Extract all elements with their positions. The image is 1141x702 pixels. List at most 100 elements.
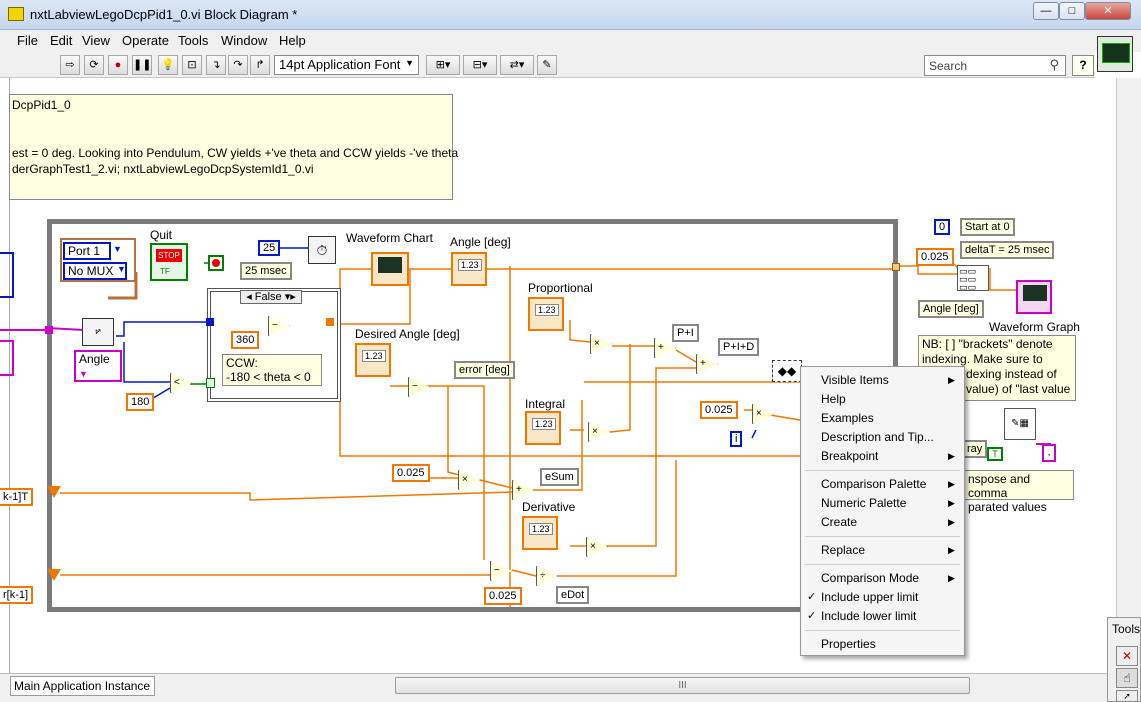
constant-180[interactable]: 180 [126,393,155,411]
menu-file[interactable]: File [17,33,38,48]
diagram-comment[interactable]: DcpPid1_0 est = 0 deg. Looking into Pend… [9,94,459,200]
angle-indicator-terminal[interactable] [451,252,487,286]
menu-edit[interactable]: Edit [50,33,73,48]
close-button[interactable]: ✕ [1085,2,1131,20]
write-spreadsheet-icon[interactable]: ✎▦ [1004,408,1036,440]
stop-button-terminal[interactable]: STOP TF [150,243,188,281]
chevron-down-icon: ▼ [405,58,414,68]
menu-window[interactable]: Window [221,33,268,48]
integral-terminal[interactable] [525,411,561,445]
constant-0025-d[interactable]: 0.025 [916,248,954,266]
menu-item-numeric-palette[interactable]: Numeric Palette [821,496,907,510]
abort-icon[interactable]: ● [108,55,128,75]
submenu-arrow-icon: ▶ [948,517,955,527]
shift-register-label-2: r[k-1] [0,586,34,604]
run-arrow-icon[interactable]: ⇨ [60,55,80,75]
search-placeholder: Search [929,59,968,73]
run-continuously-icon[interactable]: ⟳ [84,55,104,75]
menu-item-visible-items[interactable]: Visible Items [821,373,889,387]
left-cluster-fragment[interactable] [0,252,14,298]
distribute-objects-icon[interactable]: ⊟▾ [463,55,497,75]
vertical-scrollbar[interactable] [1116,78,1141,673]
wait-ms-constant[interactable]: 25 [258,240,281,256]
mux-select[interactable]: No MUX [63,262,127,280]
loop-condition-terminal[interactable] [208,255,224,271]
bundle-node[interactable]: ▭▭▭▭▭▭ [957,265,989,292]
menu-item-include-upper-limit[interactable]: Include upper limit [821,590,919,604]
menu-item-comparison-palette[interactable]: Comparison Palette [821,477,927,491]
menu-item-help[interactable]: Help [821,392,846,406]
automatic-tool-icon[interactable]: ✕ [1116,646,1138,666]
waveform-graph-terminal[interactable] [1016,280,1052,314]
comment-line-2: est = 0 deg. Looking into Pendulum, CW y… [12,146,459,160]
constant-0[interactable]: 0 [934,219,951,235]
constant-0025-a[interactable]: 0.025 [392,464,430,482]
align-objects-icon[interactable]: ⊞▾ [426,55,460,75]
context-help-button[interactable]: ? [1072,55,1094,76]
left-cluster-fragment-2[interactable] [0,340,14,376]
delimiter-constant[interactable]: , [1042,444,1056,462]
constant-0025-c[interactable]: 0.025 [700,401,738,419]
start-at-0-label: Start at 0 [960,218,1015,236]
step-out-icon[interactable]: ↱ [250,55,270,75]
menu-item-comparison-mode[interactable]: Comparison Mode [821,571,920,585]
constant-0025-b[interactable]: 0.025 [484,587,522,605]
transpose-line-2: parated values [968,500,1047,514]
pause-icon[interactable]: ❚❚ [132,55,152,75]
horizontal-scrollbar-thumb[interactable]: III [395,677,970,694]
case-selector[interactable]: ◂ False ▾▸ [240,290,302,304]
tools-palette[interactable]: Tools ✕ ☝ ➚ [1107,617,1141,702]
derivative-terminal[interactable] [522,516,558,550]
angle-mode-select[interactable]: Angle ▼ [74,350,122,382]
build-array-node[interactable]: ◆◆ [772,360,802,382]
position-tool-icon[interactable]: ➚ [1116,690,1138,702]
vi-icon[interactable] [1097,36,1133,72]
menu-item-include-lower-limit[interactable]: Include lower limit [821,609,917,623]
highlight-execution-icon[interactable]: 💡 [158,55,178,75]
port-select[interactable]: Port 1 [63,242,111,260]
menu-item-create[interactable]: Create [821,515,858,529]
transpose-boolean-constant[interactable]: T [987,447,1003,461]
menu-view[interactable]: View [82,33,110,48]
submenu-arrow-icon: ▶ [948,479,955,489]
search-input[interactable]: Search ⚲ [924,55,1066,76]
quit-label: Quit [150,228,173,242]
maximize-button[interactable]: □ [1059,2,1085,20]
menu-item-description[interactable]: Description and Tip... [821,430,934,444]
menu-operate[interactable]: Operate [122,33,169,48]
labview-app-icon [8,7,24,21]
retain-wire-values-icon[interactable]: ⊡ [182,55,202,75]
menu-item-examples[interactable]: Examples [821,411,874,425]
waveform-chart-terminal[interactable] [371,252,409,286]
proportional-terminal[interactable] [528,297,564,331]
nxt-sensor-read-icon[interactable]: ⦬ [82,318,114,346]
reorder-icon[interactable]: ⇄▾ [500,55,534,75]
tunnel-right[interactable] [892,263,900,271]
menu-item-breakpoint[interactable]: Breakpoint [821,449,879,463]
case-tunnel-in[interactable] [206,318,214,326]
menu-item-replace[interactable]: Replace [821,543,866,557]
menu-item-properties[interactable]: Properties [821,637,876,651]
cleanup-diagram-icon[interactable]: ✎ [537,55,557,75]
iteration-terminal[interactable]: i [730,431,743,447]
toolbar: ⇨ ⟳ ● ❚❚ 💡 ⊡ ↴ ↷ ↱ 14pt Application Font… [0,52,1095,78]
waveform-chart-label: Waveform Chart [346,231,433,245]
desired-angle-terminal[interactable] [355,343,391,377]
menu-help[interactable]: Help [279,33,306,48]
menu-tools[interactable]: Tools [178,33,209,48]
font-select[interactable]: 14pt Application Font ▼ [274,55,419,75]
array-label: ray [962,440,988,458]
case-tunnel-out[interactable] [326,318,334,326]
minimize-button[interactable]: — [1033,2,1059,20]
tunnel-left[interactable] [45,326,53,334]
wait-msec-label: 25 msec [240,262,292,280]
operate-tool-icon[interactable]: ☝ [1116,668,1138,688]
case-selector-terminal[interactable] [206,378,215,388]
wait-timer-icon[interactable]: ⏱ [308,236,336,264]
step-into-icon[interactable]: ↴ [206,55,226,75]
application-instance-label[interactable]: Main Application Instance [10,676,155,696]
shift-register-label-1: k-1]T [0,488,34,506]
menu-separator [805,470,960,471]
constant-360[interactable]: 360 [231,331,260,349]
step-over-icon[interactable]: ↷ [228,55,248,75]
